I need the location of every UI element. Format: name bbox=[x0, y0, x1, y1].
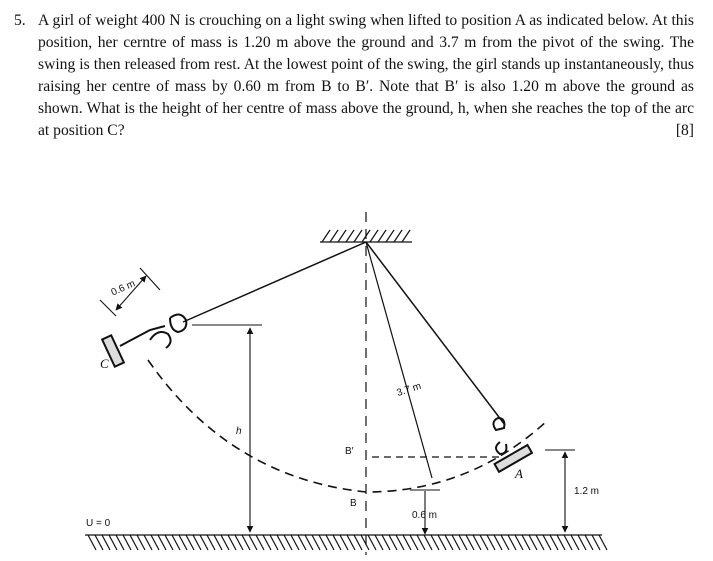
ground-hatch-line bbox=[262, 534, 272, 551]
label-C: C bbox=[100, 356, 109, 371]
ground-hatch-line bbox=[297, 534, 307, 551]
ground-hatch-line bbox=[493, 534, 503, 551]
ground-hatch-line bbox=[206, 534, 216, 551]
ground-hatch-line bbox=[451, 534, 461, 551]
ground-hatch-line bbox=[556, 534, 566, 551]
label-U-0: U = 0 bbox=[86, 518, 111, 529]
ground-hatch-line bbox=[360, 534, 370, 551]
ground-hatch-line bbox=[122, 534, 132, 551]
ground-hatch-line bbox=[437, 534, 447, 551]
ground-hatch-line bbox=[409, 534, 419, 551]
ground-hatch-line bbox=[178, 534, 188, 551]
ground-hatch-line bbox=[157, 534, 167, 551]
ground-hatch-line bbox=[255, 534, 265, 551]
ground-hatch-line bbox=[101, 534, 111, 551]
ground-hatch-line bbox=[171, 534, 181, 551]
ground-hatch-line bbox=[542, 534, 552, 551]
ground-hatch-line bbox=[514, 534, 524, 551]
ground-hatch-line bbox=[304, 534, 314, 551]
ground-hatch-line bbox=[346, 534, 356, 551]
ground-hatch-line bbox=[192, 534, 202, 551]
ground-hatch-line bbox=[283, 534, 293, 551]
ground-hatch-line bbox=[521, 534, 531, 551]
ground-hatch-line bbox=[185, 534, 195, 551]
label-0-6-top: 0.6 m bbox=[110, 278, 137, 298]
ground-hatch-line bbox=[472, 534, 482, 551]
problem-text: A girl of weight 400 N is crouching on a… bbox=[38, 12, 694, 139]
label-1-2: 1.2 m bbox=[574, 486, 599, 497]
ground-hatch-line bbox=[269, 534, 279, 551]
ground-hatch-line bbox=[241, 534, 251, 551]
ground-hatch-line bbox=[486, 534, 496, 551]
ground-hatch-line bbox=[150, 534, 160, 551]
ground-hatch-line bbox=[458, 534, 468, 551]
ground-hatch-line bbox=[430, 534, 440, 551]
ground-hatch-line bbox=[598, 534, 608, 551]
ground-hatching bbox=[87, 534, 608, 551]
ground-hatch-line bbox=[528, 534, 538, 551]
ground-hatch-line bbox=[115, 534, 125, 551]
rope-to-B bbox=[365, 241, 433, 479]
problem-statement: 5. A girl of weight 400 N is crouching o… bbox=[14, 10, 694, 142]
label-B-prime: B′ bbox=[345, 446, 354, 457]
ground-hatch-line bbox=[220, 534, 230, 551]
ground-hatch-line bbox=[374, 534, 384, 551]
ground-hatch-line bbox=[479, 534, 489, 551]
ground-hatch-line bbox=[199, 534, 209, 551]
ground-hatch-line bbox=[94, 534, 104, 551]
ground-hatch-line bbox=[213, 534, 223, 551]
ground-hatch-line bbox=[402, 534, 412, 551]
ground-hatch-line bbox=[318, 534, 328, 551]
ground-hatch-line bbox=[87, 534, 97, 551]
label-h: h bbox=[236, 426, 242, 437]
ground-hatch-line bbox=[290, 534, 300, 551]
ground-hatch-line bbox=[129, 534, 139, 551]
ground-hatch-line bbox=[353, 534, 363, 551]
ground-hatch-line bbox=[395, 534, 405, 551]
problem-number: 5. bbox=[14, 12, 26, 29]
ground-hatch-line bbox=[549, 534, 559, 551]
ground-hatch-line bbox=[227, 534, 237, 551]
label-0-6-bottom: 0.6 m bbox=[412, 510, 437, 521]
ground-hatch-line bbox=[381, 534, 391, 551]
ground-hatch-line bbox=[276, 534, 286, 551]
swing-seat-C bbox=[100, 313, 188, 369]
ground-hatch-line bbox=[367, 534, 377, 551]
ground-hatch-line bbox=[339, 534, 349, 551]
ground-hatch-line bbox=[164, 534, 174, 551]
ground-hatch-line bbox=[108, 534, 118, 551]
swing-seat-A bbox=[492, 416, 534, 474]
ground-hatch-line bbox=[311, 534, 321, 551]
ground-hatch-line bbox=[423, 534, 433, 551]
label-A: A bbox=[514, 466, 523, 481]
ground-hatch-line bbox=[234, 534, 244, 551]
ground-hatch-line bbox=[325, 534, 335, 551]
ground-hatch-line bbox=[143, 534, 153, 551]
rope-to-C bbox=[182, 241, 367, 323]
ground-hatch-line bbox=[416, 534, 426, 551]
ground-hatch-line bbox=[500, 534, 510, 551]
dimension-0-6-top bbox=[115, 275, 147, 311]
ground-hatch-line bbox=[444, 534, 454, 551]
ground-hatch-line bbox=[388, 534, 398, 551]
problem-marks: [8] bbox=[675, 122, 694, 139]
label-B: B bbox=[350, 498, 357, 509]
rope-to-A bbox=[365, 241, 506, 426]
ground-hatch-line bbox=[570, 534, 580, 551]
swing-arc bbox=[147, 359, 549, 493]
ground-hatch-line bbox=[507, 534, 517, 551]
ground-hatch-line bbox=[136, 534, 146, 551]
ground-hatch-line bbox=[563, 534, 573, 551]
ground-hatch-line bbox=[248, 534, 258, 551]
ground-hatch-line bbox=[577, 534, 587, 551]
ground-hatch-line bbox=[584, 534, 594, 551]
ground-hatch-line bbox=[535, 534, 545, 551]
ground-hatch-line bbox=[591, 534, 601, 551]
ground-hatch-line bbox=[332, 534, 342, 551]
ground-hatch-line bbox=[465, 534, 475, 551]
